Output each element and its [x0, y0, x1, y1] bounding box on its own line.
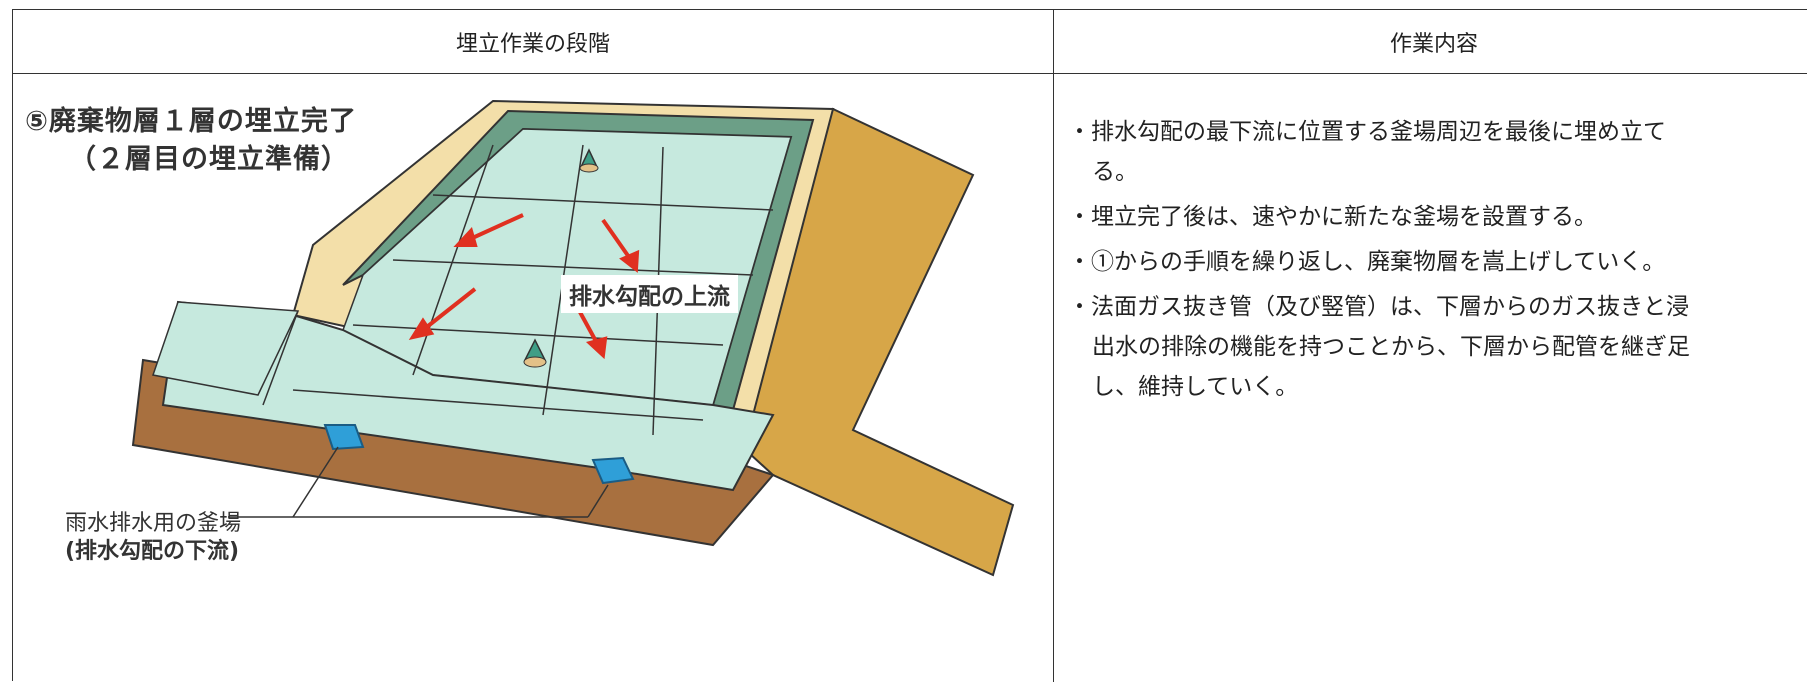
illustration-title-1: ⑤廃棄物層１層の埋立完了 — [25, 106, 357, 137]
work-item-3-line1: ・①からの手順を繰り返し、廃棄物層を嵩上げしていく。 — [1068, 249, 1666, 275]
work-item-4-line2: 出水の排除の機能を持つことから、下層から配管を継ぎ足 — [1092, 334, 1690, 360]
work-item: ・埋立完了後は、速やかに新たな釜場を設置する。 — [1068, 197, 1807, 237]
upstream-label: 排水勾配の上流 — [561, 275, 738, 313]
landfill-diagram — [131, 99, 1015, 577]
leader-lines — [228, 446, 609, 518]
sump-caption-1: 雨水排水用の釜場 — [65, 511, 242, 536]
landfill-illustration: ⑤廃棄物層１層の埋立完了 （２層目の埋立準備） 排水勾配の上流 雨水排水用の釜場… — [13, 75, 1053, 681]
work-item-1-line2: る。 — [1092, 159, 1138, 185]
work-content: ・排水勾配の最下流に位置する釜場周辺を最後に埋め立て る。 ・埋立完了後は、速や… — [1068, 112, 1807, 412]
liner-floor — [161, 300, 775, 492]
gas-vent-cones — [523, 148, 599, 368]
work-item: ・排水勾配の最下流に位置する釜場周辺を最後に埋め立て る。 — [1068, 112, 1807, 192]
work-item-2-line1: ・埋立完了後は、速やかに新たな釜場を設置する。 — [1068, 204, 1597, 230]
work-item-4-line3: し、維持していく。 — [1092, 374, 1299, 400]
illustration-title-2: （２層目の埋立準備） — [69, 144, 349, 175]
stage-table: 埋立作業の段階 作業内容 — [12, 9, 1807, 682]
sump-caption-2: (排水勾配の下流) — [65, 539, 240, 564]
work-item-1-line1: ・排水勾配の最下流に位置する釜場周辺を最後に埋め立て — [1068, 119, 1666, 145]
work-item: ・①からの手順を繰り返し、廃棄物層を嵩上げしていく。 — [1068, 242, 1807, 282]
header-stage: 埋立作業の段階 — [13, 10, 1053, 74]
berm-floor — [152, 301, 300, 396]
column-divider — [1053, 10, 1054, 682]
work-item-4-line1: ・法面ガス抜き管（及び竪管）は、下層からのガス抜きと浸 — [1068, 294, 1689, 320]
header-content: 作業内容 — [1054, 10, 1807, 74]
work-item: ・法面ガス抜き管（及び竪管）は、下層からのガス抜きと浸 出水の排除の機能を持つこ… — [1068, 287, 1807, 407]
sumps — [323, 424, 635, 485]
